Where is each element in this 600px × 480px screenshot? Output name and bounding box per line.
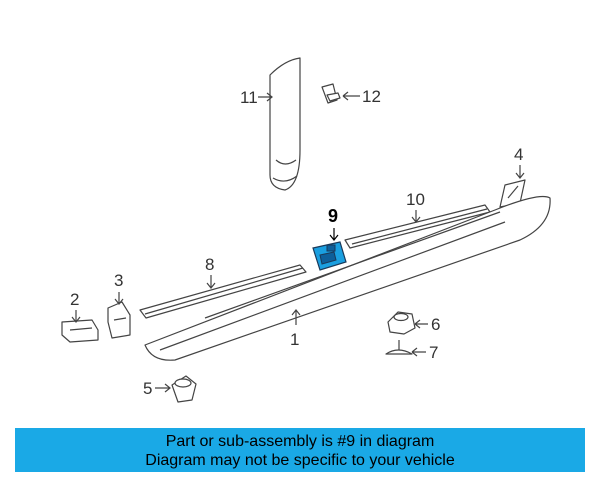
callout-6: 6 [414, 315, 440, 334]
part-5-clip-nut [171, 375, 197, 403]
callout-3-label: 3 [114, 271, 123, 290]
part-7-push-pin [385, 340, 413, 355]
callout-2-label: 2 [70, 290, 79, 309]
callout-7-label: 7 [429, 343, 438, 362]
callout-10-label: 10 [406, 190, 425, 209]
banner-line-2: Diagram may not be specific to your vehi… [145, 452, 455, 469]
part-8-moulding [139, 264, 307, 319]
callout-8: 8 [205, 255, 216, 289]
callout-12: 12 [342, 87, 381, 106]
callout-12-label: 12 [362, 87, 381, 106]
part-2-bracket [61, 319, 99, 343]
part-9-bracket-highlighted [312, 241, 347, 271]
callout-4-label: 4 [514, 145, 523, 164]
parts-diagram: 11 12 4 10 8 1 [61, 57, 551, 403]
callout-8-label: 8 [205, 255, 214, 274]
callout-9: 9 [328, 206, 339, 241]
part-1-rocker-panel [144, 195, 551, 361]
callout-2: 2 [70, 290, 81, 323]
callout-5-label: 5 [143, 379, 152, 398]
callout-11-label: 11 [240, 88, 258, 107]
callout-11: 11 [240, 88, 273, 107]
part-11-pillar-trim [269, 57, 301, 191]
callout-6-label: 6 [431, 315, 440, 334]
banner-line-1: Part or sub-assembly is #9 in diagram [165, 433, 435, 450]
callout-1-label: 1 [290, 330, 299, 349]
callout-9-label: 9 [328, 206, 338, 226]
callout-7: 7 [411, 343, 438, 362]
callout-1: 1 [290, 309, 301, 349]
callout-10: 10 [406, 190, 425, 223]
callout-3: 3 [114, 271, 123, 305]
part-3-mud-flap [107, 301, 131, 339]
part-12-clip [321, 83, 341, 104]
part-6-grommet [387, 311, 416, 335]
callout-5: 5 [143, 379, 171, 398]
part-info-banner: Part or sub-assembly is #9 in diagram Di… [15, 428, 585, 472]
callout-4: 4 [514, 145, 525, 179]
